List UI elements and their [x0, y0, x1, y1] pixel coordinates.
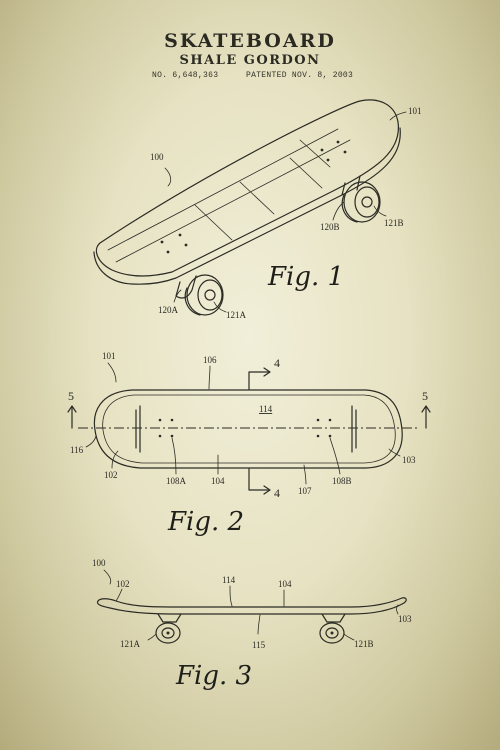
- fig2-label-107: 107: [298, 486, 312, 496]
- fig1-label-100: 100: [150, 152, 164, 162]
- fig2-label-102: 102: [104, 470, 118, 480]
- fig3-front-wheel: [155, 622, 181, 644]
- fig2-section-4-bottom: [248, 468, 269, 491]
- fig3-label-104: 104: [278, 579, 292, 589]
- fig2-leader-108a: [171, 437, 177, 475]
- fig1-front-wheel: [175, 274, 224, 316]
- fig3-label-121b: 121B: [354, 639, 374, 649]
- fig3-label-115: 115: [252, 640, 266, 650]
- fig1-label-120b: 120B: [320, 222, 340, 232]
- fig1-label-121b: 121B: [384, 218, 404, 228]
- fig3-leader-114: [229, 585, 233, 607]
- fig2-leader-107: [303, 464, 307, 485]
- fig2-section-4-bottom-arrow: [263, 485, 271, 495]
- fig2-section-4-top-arrow: [263, 367, 271, 377]
- fig2-section-4-top: [248, 371, 269, 390]
- patent-date: PATENTED NOV. 8, 2003: [246, 71, 354, 80]
- fig3-leader-121a: [147, 633, 157, 641]
- fig3-label-114: 114: [222, 575, 236, 585]
- fig3-label-121a: 121A: [120, 639, 141, 649]
- fig2-section-5-right-label: 5: [422, 389, 428, 403]
- fig1-rear-wheel: [341, 175, 381, 223]
- fig2-label-106: 106: [203, 355, 217, 365]
- fig2-nose-kick: [135, 405, 141, 453]
- fig2-leader-116: [85, 435, 97, 448]
- fig1-leader-100: [164, 167, 172, 187]
- fig3-skateboard-side-view: 100 102 114 104 103 121A 115 121B Fig. 3: [92, 558, 412, 691]
- fig1-label-121a: 121A: [226, 310, 247, 320]
- fig1-leader-120b: [332, 201, 345, 221]
- fig3-leader-103: [396, 604, 399, 615]
- fig1-leader-121a: [213, 301, 227, 313]
- fig1-label-120a: 120A: [158, 305, 179, 315]
- fig2-leader-106: [208, 365, 211, 390]
- fig2-tail-kick: [351, 405, 357, 453]
- fig1-leader-121b: [373, 205, 387, 217]
- fig2-section-5-left: [67, 405, 77, 429]
- fig2-section-4-top-label: 4: [274, 356, 280, 370]
- fig2-label-108a: 108A: [166, 476, 187, 486]
- fig3-leader-102: [115, 588, 123, 602]
- fig2-label-104: 104: [211, 476, 225, 486]
- fig2-leader-101: [107, 362, 117, 383]
- fig3-label-100: 100: [92, 558, 106, 568]
- fig2-section-5-left-label: 5: [68, 389, 74, 403]
- fig1-deck-top: [95, 99, 400, 277]
- fig2-deck-outline: [93, 389, 403, 469]
- fig2-leader-102: [111, 450, 119, 469]
- fig2-leader-108b: [329, 437, 341, 475]
- fig3-deck-profile: [96, 597, 407, 615]
- fig1-leader-120a: [173, 289, 182, 303]
- fig3-leader-115: [257, 614, 261, 635]
- fig3-leader-100: [103, 569, 112, 585]
- fig3-front-truck: [157, 613, 182, 623]
- fig3-leader-121b: [343, 633, 355, 641]
- fig1-leader-101: [389, 111, 407, 121]
- fig1-label-101: 101: [408, 106, 422, 116]
- fig3-rear-truck: [321, 613, 346, 623]
- fig2-label-114: 114: [259, 404, 273, 414]
- fig2-skateboard-top-view: 101 106 114 116 102 108A 104 107 108B 10…: [67, 351, 431, 537]
- fig3-rear-wheel: [319, 622, 345, 644]
- fig2-deck-inner: [102, 394, 396, 464]
- fig1-deck-lines: [107, 128, 351, 263]
- patent-number: NO. 6,648,363: [152, 71, 219, 80]
- fig2-label-101: 101: [102, 351, 116, 361]
- fig2-section-4-bottom-label: 4: [274, 486, 280, 500]
- fig1-bolt-holes: [160, 140, 347, 254]
- fig1-caption: Fig. 1: [267, 262, 344, 292]
- fig2-bolt-holes: [158, 418, 332, 438]
- inventor-name: SHALE GORDON: [179, 53, 321, 68]
- fig2-section-5-right: [421, 405, 431, 429]
- fig1-skateboard-perspective: 100 101 120B 121B 120A 121A Fig. 1: [93, 99, 422, 320]
- patent-title: SKATEBOARD: [164, 30, 336, 52]
- fig2-caption: Fig. 2: [167, 507, 244, 537]
- fig2-label-116: 116: [70, 445, 84, 455]
- fig1-deck-edge: [93, 127, 401, 285]
- fig3-label-103: 103: [398, 614, 412, 624]
- fig2-label-103: 103: [402, 455, 416, 465]
- fig2-label-108b: 108B: [332, 476, 352, 486]
- fig3-label-102: 102: [116, 579, 130, 589]
- fig3-caption: Fig. 3: [175, 661, 252, 691]
- fig2-leader-103: [388, 448, 401, 457]
